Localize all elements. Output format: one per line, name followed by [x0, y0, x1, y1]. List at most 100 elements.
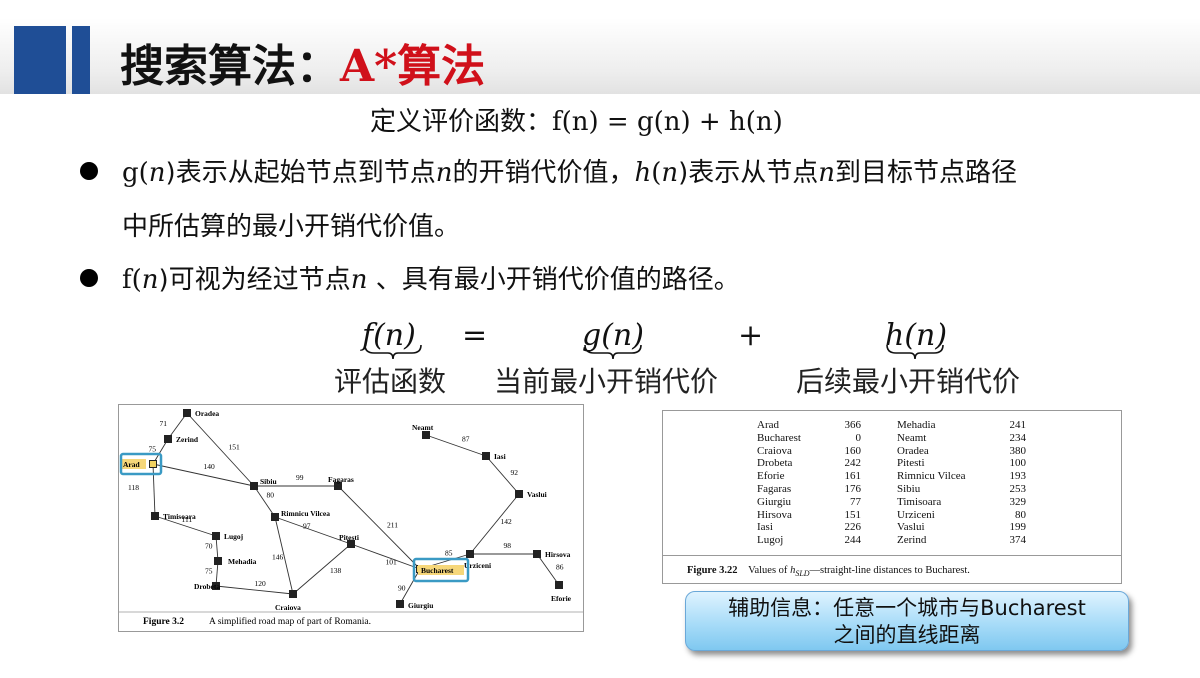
bullet-text: f(n)可视为经过节点n 、具有最小开销代价值的路径。	[122, 265, 740, 295]
table-divider	[663, 555, 1121, 556]
road-edge	[485, 455, 520, 495]
table-city-cell: Bucharest	[757, 431, 801, 444]
city-node	[212, 532, 220, 540]
city-node	[334, 482, 342, 490]
road-edge	[152, 463, 156, 517]
city-label: Eforie	[551, 594, 572, 603]
figure-caption-text: A simplified road map of part of Romania…	[209, 616, 371, 627]
table-city-cell: Arad	[757, 419, 779, 431]
city-node	[149, 460, 157, 468]
city-node	[151, 512, 159, 520]
hint-callout: 辅助信息：任意一个城市与Bucharest 之间的直线距离	[685, 591, 1129, 651]
table-value-cell: 151	[844, 508, 862, 521]
table-value-cell: 380	[1009, 444, 1027, 457]
road-distance-label: 151	[229, 443, 241, 452]
city-label: Mehadia	[228, 557, 257, 566]
table-value-cell: 0	[855, 431, 862, 444]
table-city-cell: Zerind	[897, 534, 927, 547]
table-city-cell: Neamt	[897, 431, 927, 444]
table-city-cell: Mehadia	[897, 419, 936, 431]
road-edge	[253, 485, 276, 518]
table-city-cell: Vaslui	[897, 521, 925, 534]
table-value-cell: 242	[844, 457, 862, 470]
city-node	[164, 435, 172, 443]
road-edge	[186, 412, 255, 487]
city-label: Vaslui	[527, 490, 547, 499]
label-evaluation-function: 评估函数	[334, 365, 447, 398]
equation-plus: +	[738, 318, 764, 353]
equation-lhs: f(n)	[362, 318, 416, 353]
table-city-cell: Oradea	[897, 444, 929, 457]
city-label: Giurgiu	[408, 601, 433, 610]
city-label: Sibiu	[260, 477, 277, 486]
table-city-cell: Lugoj	[757, 534, 784, 547]
figure-caption-number: Figure 3.2	[143, 617, 184, 627]
road-edge	[274, 516, 294, 595]
city-node	[271, 513, 279, 521]
table-city-cell: Craiova	[757, 444, 792, 457]
city-node	[533, 550, 541, 558]
table-city-cell: Timisoara	[897, 495, 942, 508]
bullet-item: f(n)可视为经过节点n 、具有最小开销代价值的路径。	[80, 253, 1160, 307]
table-value-cell: 374	[1009, 534, 1027, 547]
header-accent-bar-thin	[72, 26, 90, 94]
equation-equals: =	[462, 318, 488, 353]
table-value-cell: 366	[844, 419, 862, 431]
city-label: Timisoara	[163, 512, 196, 521]
road-distance-label: 97	[303, 522, 311, 531]
city-node	[422, 431, 430, 439]
table-city-cell: Pitesti	[897, 457, 925, 470]
road-edge	[215, 535, 219, 562]
city-node	[289, 590, 297, 598]
road-edge	[215, 560, 219, 587]
hint-line-2: 之间的直线距离	[833, 623, 981, 647]
table-value-cell: 244	[844, 534, 862, 547]
underbrace-icon	[886, 344, 944, 360]
road-edge	[469, 493, 520, 555]
road-distance-label: 138	[330, 566, 342, 575]
equation-term-h: h(n)	[885, 318, 948, 353]
road-distance-label: 85	[445, 549, 453, 558]
road-distance-label: 142	[501, 517, 513, 526]
table-value-cell: 226	[844, 521, 862, 534]
road-distance-label: 80	[267, 491, 275, 500]
road-distance-label: 111	[182, 515, 193, 524]
road-distance-label: 101	[386, 558, 398, 567]
city-node	[466, 550, 474, 558]
underbrace-icon	[364, 344, 422, 360]
city-label: Lugoj	[224, 532, 244, 541]
city-label: Fagaras	[328, 475, 354, 484]
bucharest-label-bg	[418, 565, 464, 575]
table-value-cell: 253	[1009, 483, 1027, 495]
city-highlight-box	[412, 557, 470, 583]
table-value-cell: 234	[1009, 431, 1027, 444]
equation-term-g: g(n)	[582, 318, 644, 353]
city-highlight-box	[119, 452, 163, 476]
city-node	[515, 490, 523, 498]
city-label: Arad	[123, 460, 140, 469]
table-caption: Figure 3.22 Values of hSLD—straight-line…	[687, 565, 970, 579]
city-label: Urziceni	[464, 561, 491, 570]
road-distance-label: 140	[204, 462, 216, 471]
table-city-cell: Urziceni	[897, 508, 935, 521]
road-edge	[154, 515, 217, 537]
road-distance-label: 120	[255, 579, 267, 588]
city-node	[250, 482, 258, 490]
arad-label-bg	[122, 459, 146, 469]
road-distance-label: 98	[504, 541, 512, 550]
road-distance-label: 146	[272, 553, 284, 562]
city-node	[214, 557, 222, 565]
road-edge	[337, 485, 421, 570]
table-value-cell: 100	[1009, 457, 1027, 470]
road-edge	[167, 412, 188, 440]
definition-label: 定义评价函数：	[370, 107, 553, 137]
road-edge	[399, 568, 421, 605]
city-node	[183, 409, 191, 417]
road-distance-label: 211	[387, 521, 398, 530]
definition-line: 定义评价函数：f(n) = g(n) + h(n)	[370, 101, 783, 138]
road-distance-label: 99	[296, 473, 304, 482]
table-city-cell: Fagaras	[757, 483, 792, 495]
road-edge	[215, 585, 294, 595]
table-city-cell: Iasi	[757, 521, 773, 534]
city-node	[396, 600, 404, 608]
